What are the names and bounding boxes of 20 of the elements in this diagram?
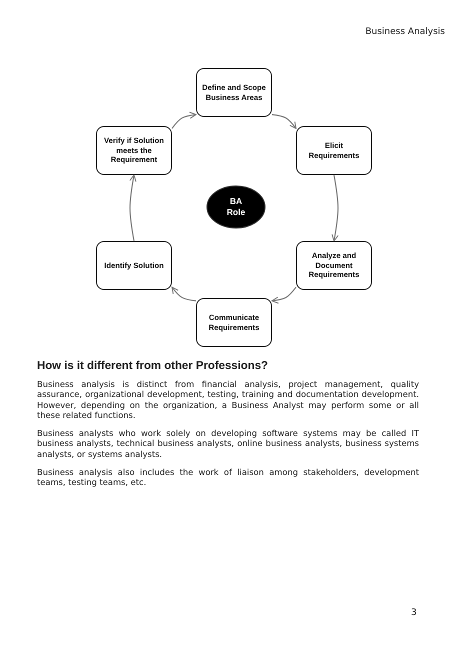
process-box [96,126,172,175]
page-number: 3 [411,608,417,618]
process-box [296,126,372,175]
node-label: BA Role [226,196,246,218]
process-box [96,241,172,290]
page-header: Business Analysis [365,27,445,37]
paragraph: Business analysis also includes the work of liaison among stakeholders, development teams, testing teams, etc. [37,467,419,488]
process-box [296,241,372,290]
arrow [272,286,296,304]
ellipse-node [206,185,266,229]
arrow [129,174,136,242]
section-heading: How is it different from other Professions? [37,360,268,372]
arrow [332,174,339,242]
arrow [272,114,296,129]
arrow [172,286,196,302]
paragraph: Business analysis is distinct from financial analysis, project management, quality assurance, organizational development, testing, training and documentation development. However, depending on the organization, a Business Analyst may perform some or all these related functions. [37,379,419,421]
process-box [196,68,272,117]
process-box [196,298,272,347]
arrow [172,112,196,129]
paragraph: Business analysts who work solely on developing software systems may be called IT business analysts, technical business analysts, online business analysts, business systems analysts, or systems analysts. [37,428,419,460]
